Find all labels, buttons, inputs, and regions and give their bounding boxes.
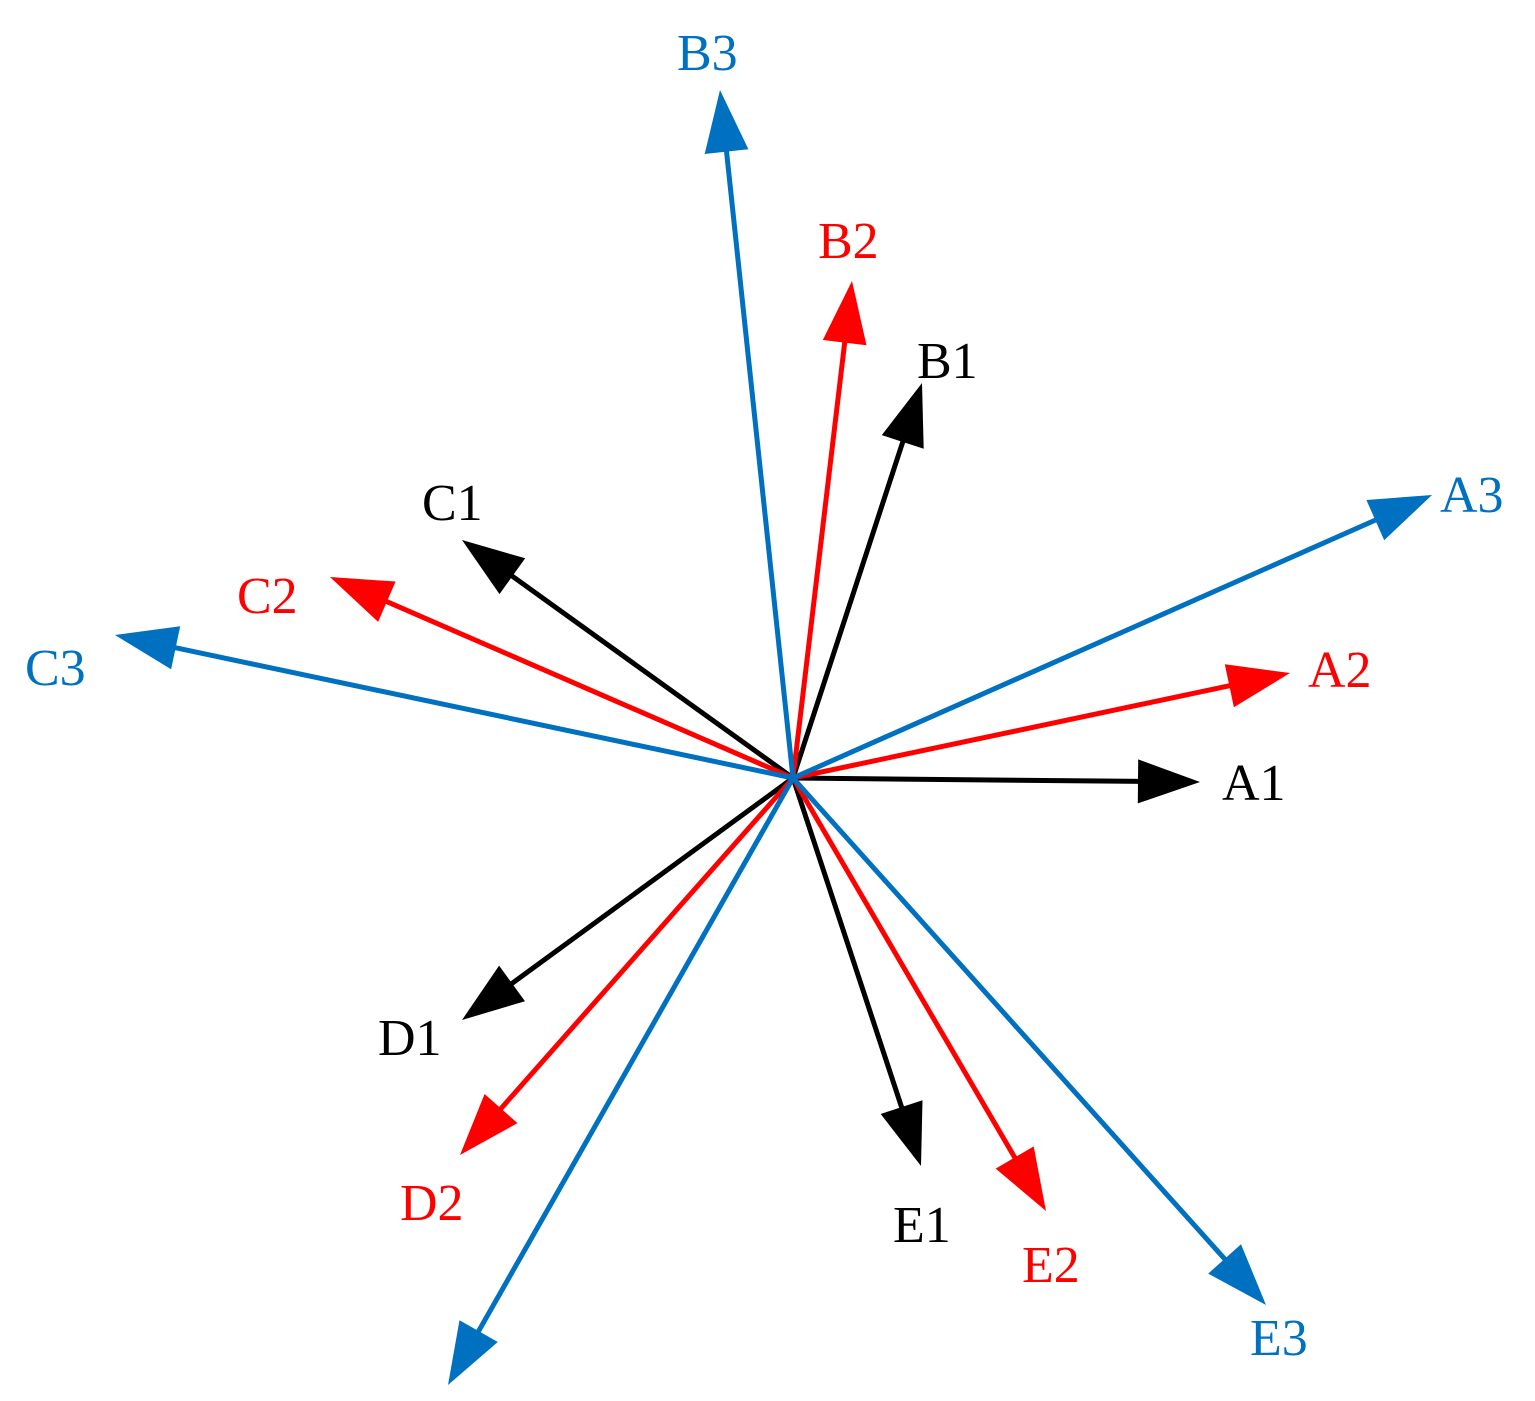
vector-b3 (704, 90, 796, 781)
vector-label-e1: E1 (893, 1197, 951, 1254)
vector-a1-arrowhead (1137, 759, 1200, 804)
vector-c2 (330, 577, 796, 781)
vector-e3 (790, 775, 1266, 1305)
vector-d1 (462, 775, 796, 1020)
vector-c3-shaft (169, 644, 796, 781)
vector-b3-shaft (723, 145, 796, 781)
vector-b2 (790, 281, 867, 781)
vector-d3 (448, 775, 796, 1385)
vector-a2-shaft (790, 682, 1236, 781)
vector-a2 (790, 664, 1290, 781)
vector-c2-shaft (380, 597, 796, 781)
vector-label-e2: E2 (1022, 1237, 1080, 1294)
vector-a1 (790, 759, 1200, 804)
vector-c1-arrowhead (462, 540, 526, 595)
vector-a3-shaft (790, 515, 1382, 781)
vector-label-d2: D2 (400, 1175, 464, 1232)
vector-e3-shaft (790, 775, 1230, 1265)
vector-b1 (790, 383, 924, 781)
vector-label-c2: C2 (237, 568, 298, 625)
vector-d1-shaft (506, 775, 796, 989)
vector-b3-arrowhead (704, 90, 749, 154)
vector-b1-arrowhead (881, 383, 924, 449)
vector-e2-arrowhead (995, 1146, 1046, 1211)
vector-d3-arrowhead (448, 1320, 498, 1385)
vector-d2-arrowhead (460, 1094, 518, 1155)
vector-a3-arrowhead (1366, 495, 1432, 541)
vector-e1-arrowhead (880, 1100, 923, 1166)
vector-a1-shaft (790, 775, 1145, 784)
vector-d2 (460, 775, 796, 1155)
vector-e2-shaft (790, 775, 1020, 1164)
vectors-layer (115, 90, 1432, 1385)
vector-label-b3: B3 (677, 25, 738, 82)
vector-c3 (115, 626, 796, 781)
vector-label-a3: A3 (1440, 467, 1504, 524)
vector-d3-shaft (474, 775, 796, 1338)
vector-b2-arrowhead (822, 281, 867, 346)
vector-label-a1: A1 (1222, 755, 1286, 812)
vector-label-a2: A2 (1308, 642, 1372, 699)
vector-label-c1: C1 (422, 475, 483, 532)
vector-d1-arrowhead (462, 965, 525, 1020)
vector-a2-arrowhead (1224, 664, 1290, 708)
vector-e1-shaft (790, 775, 906, 1114)
vector-a3 (790, 495, 1432, 781)
vector-label-b2: B2 (818, 213, 879, 270)
vector-label-b1: B1 (917, 333, 978, 390)
vector-label-d1: D1 (378, 1010, 442, 1067)
vector-b1-shaft (790, 435, 907, 781)
vector-e1 (790, 775, 923, 1166)
vector-c3-arrowhead (115, 626, 181, 670)
vector-e2 (790, 775, 1046, 1211)
vector-label-e3: E3 (1250, 1310, 1308, 1367)
vector-b2-shaft (790, 336, 848, 781)
vector-c1 (462, 540, 796, 781)
vector-c1-shaft (506, 571, 796, 781)
vector-d2-shaft (495, 775, 796, 1115)
vector-e3-arrowhead (1208, 1244, 1266, 1305)
vector-label-c3: C3 (25, 640, 86, 697)
vector-c2-arrowhead (330, 577, 396, 622)
